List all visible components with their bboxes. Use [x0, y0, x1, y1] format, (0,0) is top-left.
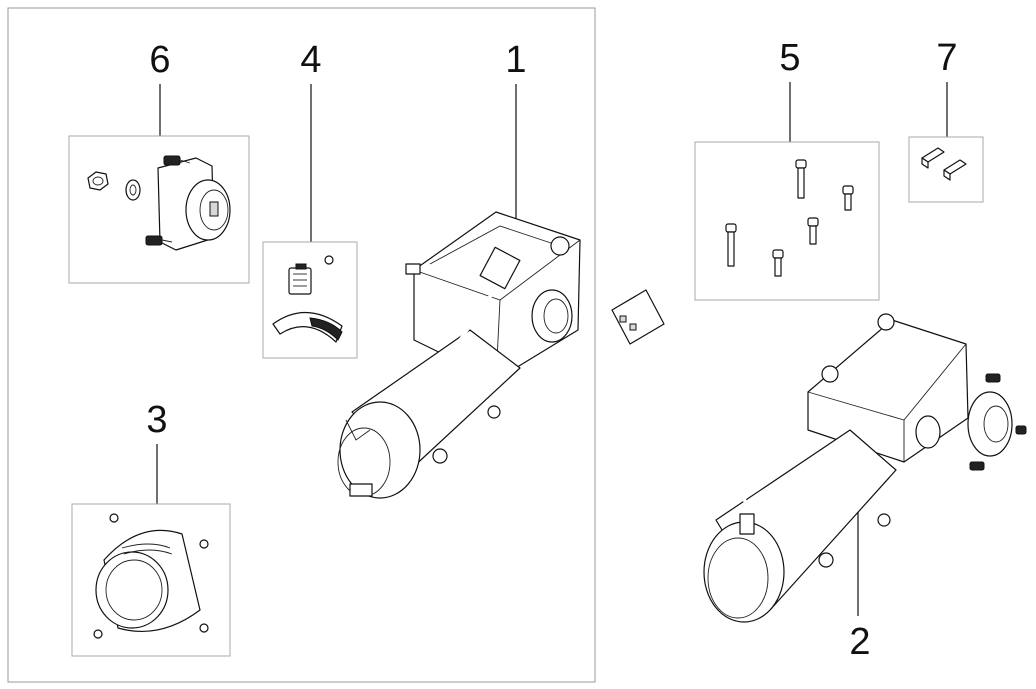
end-cap-icon — [93, 513, 209, 639]
left-group-frame — [7, 7, 596, 683]
callout-6: 6 — [149, 39, 170, 81]
kit-box-4 — [262, 241, 358, 359]
callout-2: 2 — [849, 621, 870, 663]
motor-gear-unit-1-icon — [337, 211, 581, 499]
callout-4: 4 — [300, 39, 321, 81]
callout-1: 1 — [505, 39, 526, 81]
kit-box-5 — [694, 141, 880, 301]
callout-5: 5 — [779, 37, 800, 79]
motor-gear-unit-2-icon — [611, 289, 1027, 623]
flange-kit-icon — [87, 155, 231, 251]
screws-kit-icon — [725, 159, 854, 277]
keys-kit-icon — [921, 147, 967, 181]
callout-7: 7 — [936, 37, 957, 79]
connector-clip-icon — [272, 255, 343, 343]
callout-3: 3 — [146, 399, 167, 441]
